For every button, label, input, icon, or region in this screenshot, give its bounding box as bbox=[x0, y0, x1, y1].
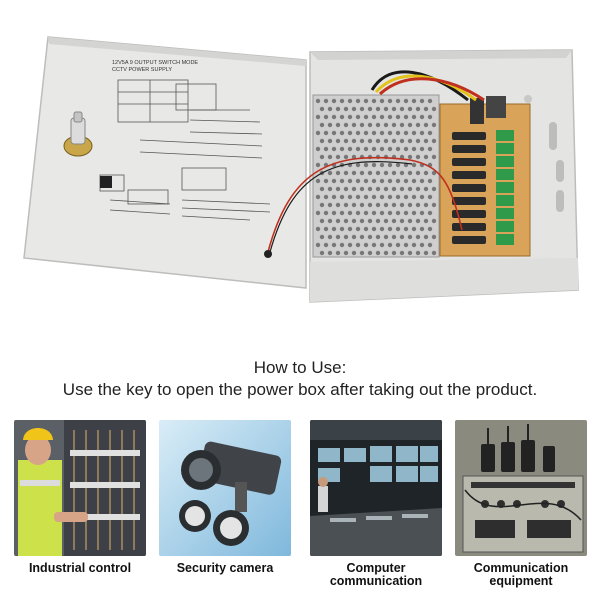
terminal bbox=[496, 234, 514, 245]
door-label: 12V5A 9 OUTPUT SWITCH MODE CCTV POWER SU… bbox=[99, 60, 271, 221]
terminal bbox=[496, 169, 514, 180]
mesh-vent-icon bbox=[312, 94, 440, 258]
wires bbox=[267, 70, 485, 253]
caption-line: communication bbox=[329, 574, 423, 588]
computer-communication-caption: Computer communication bbox=[310, 562, 442, 588]
security-camera-caption: Security camera bbox=[159, 562, 291, 575]
fuse bbox=[452, 236, 486, 244]
fuse bbox=[452, 145, 486, 153]
caption-line: Security camera bbox=[176, 561, 274, 575]
communication-equipment-photo bbox=[455, 420, 587, 556]
applications-row: Industrial control Security camera bbox=[0, 420, 600, 600]
fuse bbox=[452, 223, 486, 231]
how-to-use-description: Use the key to open the power box after … bbox=[62, 380, 538, 399]
how-to-use-title: How to Use: bbox=[253, 358, 347, 377]
fuse bbox=[452, 197, 486, 205]
terminal bbox=[496, 130, 514, 141]
terminal bbox=[496, 208, 514, 219]
fuse bbox=[452, 184, 486, 192]
security-camera-photo bbox=[159, 420, 291, 556]
computer-communication-photo bbox=[310, 420, 442, 556]
box-door bbox=[23, 36, 307, 289]
fuse bbox=[452, 210, 486, 218]
fuse bbox=[452, 132, 486, 140]
caption-line: Communication bbox=[473, 561, 569, 575]
door-label-line: 12V5A 9 OUTPUT SWITCH MODE bbox=[112, 60, 198, 66]
fuse bbox=[452, 171, 486, 179]
fuse-block-icon bbox=[439, 96, 531, 257]
terminal bbox=[496, 221, 514, 232]
terminal bbox=[496, 182, 514, 193]
fuse bbox=[452, 158, 486, 166]
lock-key-icon bbox=[63, 111, 93, 157]
communication-equipment-caption: Communication equipment bbox=[455, 562, 587, 588]
terminal bbox=[496, 195, 514, 206]
power-box-illustration: 12V5A 9 OUTPUT SWITCH MODE CCTV POWER SU… bbox=[23, 36, 579, 303]
product-photo: 12V5A 9 OUTPUT SWITCH MODE CCTV POWER SU… bbox=[23, 36, 579, 303]
door-label-line: CCTV POWER SUPPLY bbox=[112, 67, 172, 73]
caption-line: equipment bbox=[489, 574, 553, 588]
industrial-control-photo bbox=[14, 420, 146, 556]
industrial-control-caption: Industrial control bbox=[14, 562, 146, 575]
caption-line: Industrial control bbox=[28, 561, 132, 575]
terminal bbox=[496, 143, 514, 154]
terminal bbox=[496, 156, 514, 167]
caption-line: Computer bbox=[346, 561, 406, 575]
